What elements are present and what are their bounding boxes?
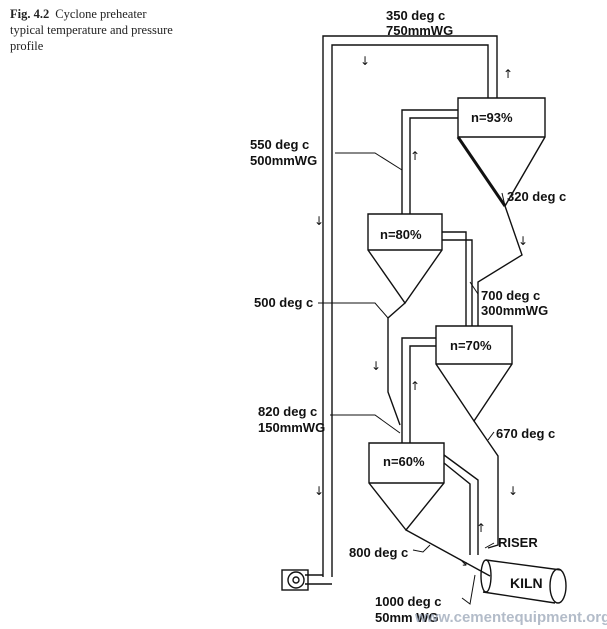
mid-temp-label: 700 deg c <box>481 288 540 303</box>
mid-press-label: 300mmWG <box>481 303 548 318</box>
arrow-up-icon: ↑ <box>410 149 420 163</box>
c1-meal-temp-label: 320 deg c <box>507 189 566 204</box>
arrow-up-icon: ↑ <box>476 521 486 535</box>
riser-duct <box>443 454 479 555</box>
top-temp-label: 350 deg c <box>386 8 445 23</box>
duct-c2-to-c1 <box>401 109 458 214</box>
kiln-inlet-press-label: 50mm WG <box>375 610 439 625</box>
kiln-icon <box>480 559 567 604</box>
bottom-meal-temp-label: 800 deg c <box>349 545 408 560</box>
lower-temp-label: 820 deg c <box>258 404 317 419</box>
cyclone-3 <box>435 325 513 423</box>
arrow-down-icon: ↓ <box>508 484 518 498</box>
meal-pipe-c2 <box>387 302 406 426</box>
cyclone-2-efficiency: n=80% <box>380 227 422 242</box>
c4-out-temp-label: 550 deg c <box>250 137 309 152</box>
figure-caption-text: Cyclone preheater typical temperature an… <box>10 7 173 53</box>
fan-icon <box>281 569 309 591</box>
arrow-down-icon: ↓ <box>314 484 324 498</box>
arrow-down-icon: ↓ <box>371 359 381 373</box>
flow-arrows: ↓ ↑ ↑ ↓ ↓ ↓ ↑ ↓ ↓ ↑ ↘ <box>314 54 528 569</box>
cyclone-4-efficiency: n=60% <box>383 454 425 469</box>
main-gas-duct <box>305 35 498 585</box>
duct-c3-to-c2 <box>442 231 473 326</box>
meal-pipe-c4 <box>405 529 491 577</box>
cyclone-1-efficiency: n=93% <box>471 110 513 125</box>
figure-number: Fig. 4.2 <box>10 7 50 21</box>
arrow-down-icon: ↓ <box>518 234 528 248</box>
arrow-up-icon: ↑ <box>503 67 513 81</box>
riser-label: RISER <box>498 535 538 550</box>
meal-pipe-c3 <box>473 420 499 549</box>
duct-c4-to-c3 <box>401 337 436 443</box>
cyclone-2 <box>367 213 443 305</box>
kiln-inlet-temp-label: 1000 deg c <box>375 594 442 609</box>
cyclone-4 <box>368 442 445 532</box>
kiln-label: KILN <box>510 575 543 591</box>
c2-meal-temp-label: 670 deg c <box>496 426 555 441</box>
arrow-down-icon: ↓ <box>360 54 370 68</box>
c3-gas-temp-label: 500 deg c <box>254 295 313 310</box>
cyclone-1 <box>456 97 546 208</box>
lower-press-label: 150mmWG <box>258 420 325 435</box>
meal-pipe-c1 <box>477 205 523 326</box>
top-press-label: 750mmWG <box>386 23 453 38</box>
leader-lines <box>318 152 506 605</box>
arrow-down-right-icon: ↘ <box>458 555 468 569</box>
arrow-down-icon: ↓ <box>314 214 324 228</box>
c4-out-press-label: 500mmWG <box>250 153 317 168</box>
cyclone-3-efficiency: n=70% <box>450 338 492 353</box>
arrow-up-icon: ↑ <box>410 379 420 393</box>
watermark: www.cementequipment.org <box>414 609 607 626</box>
